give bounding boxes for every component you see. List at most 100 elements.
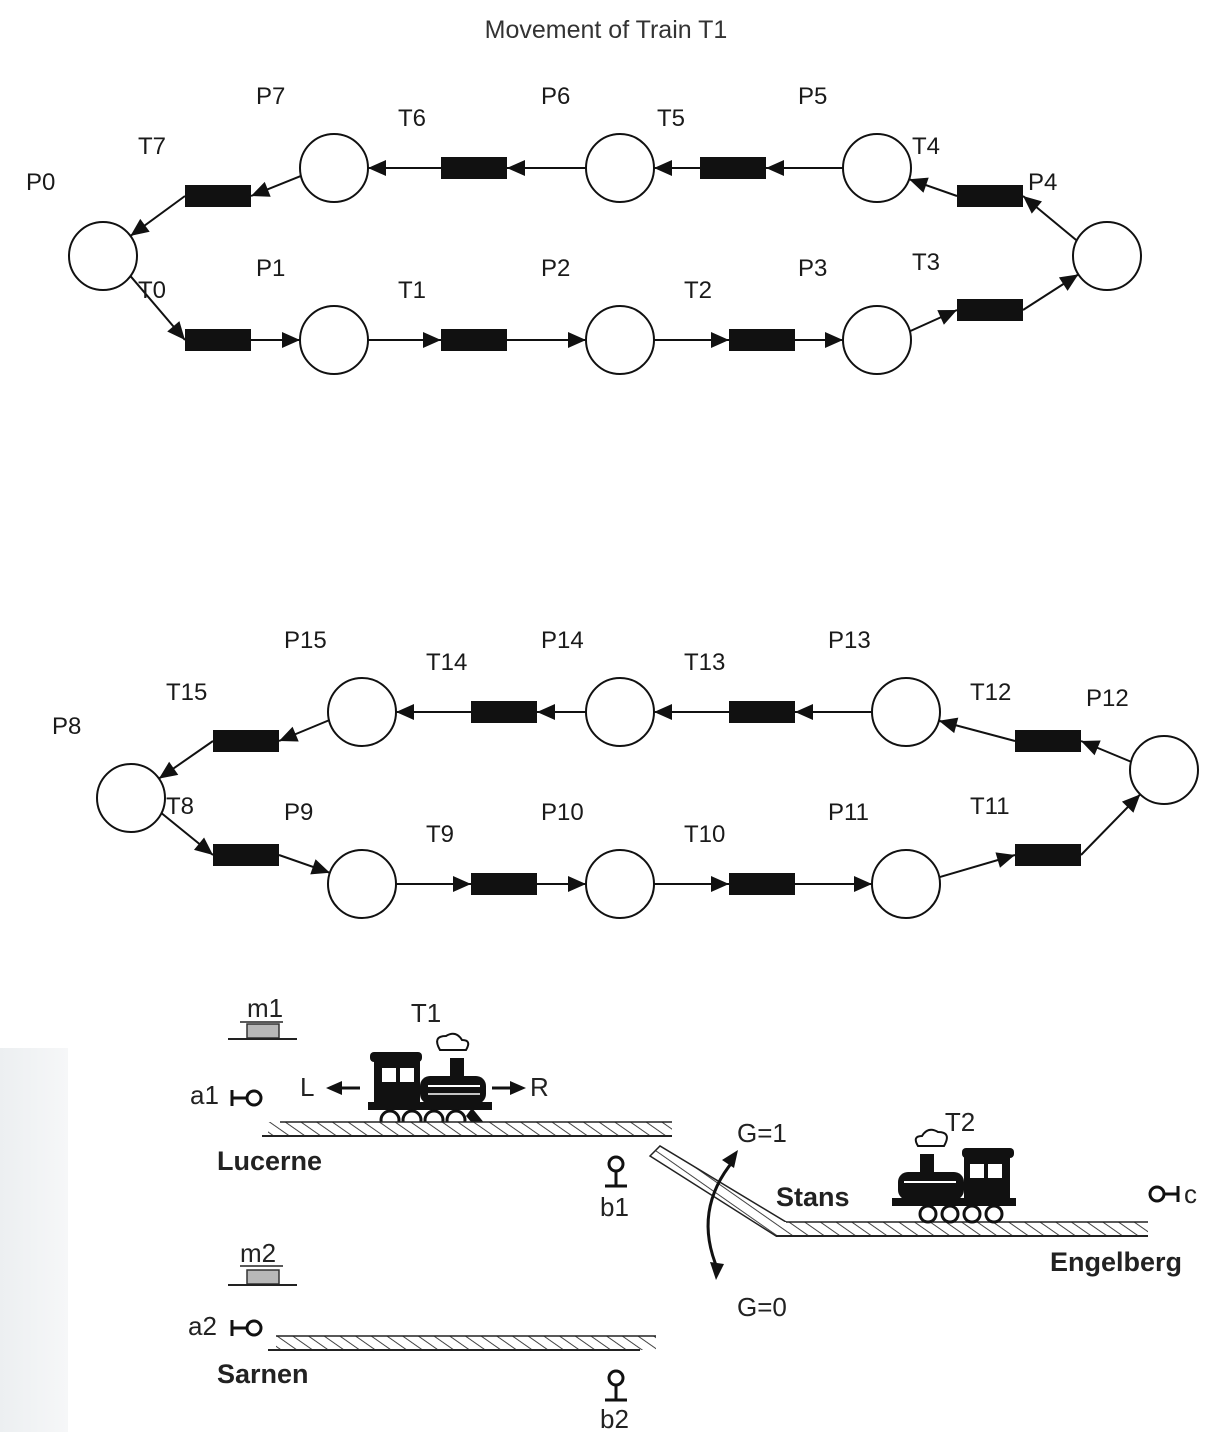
place-P10: [585, 849, 655, 919]
arrowhead-P6-T6: [507, 160, 525, 176]
transition-T10: [729, 873, 795, 895]
sensor-a1: a1: [190, 1080, 263, 1110]
place-label-P10: P10: [541, 799, 584, 826]
arrowhead-T11-P12: [1121, 794, 1141, 813]
place-label-P0: P0: [26, 169, 55, 196]
place-P9: [327, 849, 397, 919]
arrowhead-P0-T0: [167, 321, 185, 340]
gate-down-label: G=0: [737, 1292, 787, 1322]
transition-label-T13: T13: [684, 649, 725, 676]
arrowhead-P8-T8: [193, 837, 213, 855]
arrowhead-T14-P15: [396, 704, 414, 720]
place-label-P12: P12: [1086, 685, 1129, 712]
sensor-b2-label: b2: [600, 1404, 629, 1432]
sensor-a2: a2: [188, 1311, 263, 1341]
arrowhead-P9-T9: [453, 876, 471, 892]
place-P5: [842, 133, 912, 203]
sensor-a2-label: a2: [188, 1311, 217, 1341]
place-P4: [1072, 221, 1142, 291]
transition-T11: [1015, 844, 1081, 866]
arrowhead-T13-P14: [654, 704, 672, 720]
place-label-P8: P8: [52, 713, 81, 740]
left-direction-arrow: L: [300, 1072, 360, 1102]
sarnen-track: [268, 1335, 656, 1351]
arrowhead-T7-P0: [130, 218, 150, 236]
transition-T13: [729, 701, 795, 723]
place-P14: [585, 677, 655, 747]
marker-m2-label: m2: [240, 1238, 276, 1268]
arrowhead-P3-T3: [937, 310, 957, 325]
transition-T9: [471, 873, 537, 895]
transition-label-T8: T8: [166, 793, 194, 820]
transition-T5: [700, 157, 766, 179]
transition-label-T2: T2: [684, 277, 712, 304]
arrowhead-T2-P3: [825, 332, 843, 348]
place-P15: [327, 677, 397, 747]
arrowhead-P7-T7: [251, 181, 271, 197]
place-label-P15: P15: [284, 627, 327, 654]
place-label-P2: P2: [541, 255, 570, 282]
transition-T0: [185, 329, 251, 351]
marker-m1: m1: [228, 993, 297, 1040]
sensor-b1-label: b1: [600, 1192, 629, 1222]
arrowhead-P2-T2: [711, 332, 729, 348]
sensor-c: c: [1148, 1179, 1197, 1209]
stans-engelberg-track: [776, 1221, 1148, 1237]
place-label-P9: P9: [284, 799, 313, 826]
transition-label-T5: T5: [657, 105, 685, 132]
place-label-P7: P7: [256, 83, 285, 110]
transition-label-T7: T7: [138, 133, 166, 160]
station-engelberg: Engelberg: [1050, 1247, 1182, 1277]
station-sarnen: Sarnen: [217, 1359, 309, 1389]
place-P2: [585, 305, 655, 375]
arrowhead-T0-P1: [282, 332, 300, 348]
place-label-P14: P14: [541, 627, 584, 654]
right-direction-label: R: [530, 1072, 549, 1102]
arrowhead-T1-P2: [568, 332, 586, 348]
place-P6: [585, 133, 655, 203]
train-1-label: T1: [411, 998, 441, 1028]
transition-T4: [957, 185, 1023, 207]
gate-up-label: G=1: [737, 1118, 787, 1148]
background-panel: [0, 1048, 68, 1432]
arrowhead-T15-P8: [158, 761, 179, 779]
arrowhead-T10-P11: [854, 876, 872, 892]
transition-T1: [441, 329, 507, 351]
place-P8: [96, 763, 166, 833]
lucerne-track: [262, 1121, 672, 1137]
sensor-a1-label: a1: [190, 1080, 219, 1110]
place-P1: [299, 305, 369, 375]
arrowhead-P5-T5: [766, 160, 784, 176]
place-label-P1: P1: [256, 255, 285, 282]
station-stans: Stans: [776, 1182, 850, 1212]
arrowhead-T5-P6: [654, 160, 672, 176]
train-1-locomotive-icon: [368, 1032, 492, 1131]
transition-label-T12: T12: [970, 679, 1011, 706]
place-P3: [842, 305, 912, 375]
transition-T15: [213, 730, 279, 752]
place-P7: [299, 133, 369, 203]
transition-label-T9: T9: [426, 821, 454, 848]
transition-label-T4: T4: [912, 133, 940, 160]
transition-T12: [1015, 730, 1081, 752]
arrowhead-T12-P13: [938, 717, 959, 734]
transition-label-T10: T10: [684, 821, 725, 848]
switch-track: [648, 1145, 788, 1238]
transition-label-T15: T15: [166, 679, 207, 706]
transition-T8: [213, 844, 279, 866]
arrowhead-P10-T10: [711, 876, 729, 892]
transition-label-T14: T14: [426, 649, 467, 676]
transition-label-T6: T6: [398, 105, 426, 132]
marker-m1-label: m1: [247, 993, 283, 1023]
diagram-title: Movement of Train T1: [485, 16, 728, 44]
marker-m2: m2: [228, 1238, 297, 1286]
place-P12: [1129, 735, 1199, 805]
arrowhead-P1-T1: [423, 332, 441, 348]
place-label-P13: P13: [828, 627, 871, 654]
place-label-P11: P11: [828, 799, 869, 826]
place-P13: [871, 677, 941, 747]
right-direction-arrow: R: [492, 1072, 549, 1102]
transition-T3: [957, 299, 1023, 321]
